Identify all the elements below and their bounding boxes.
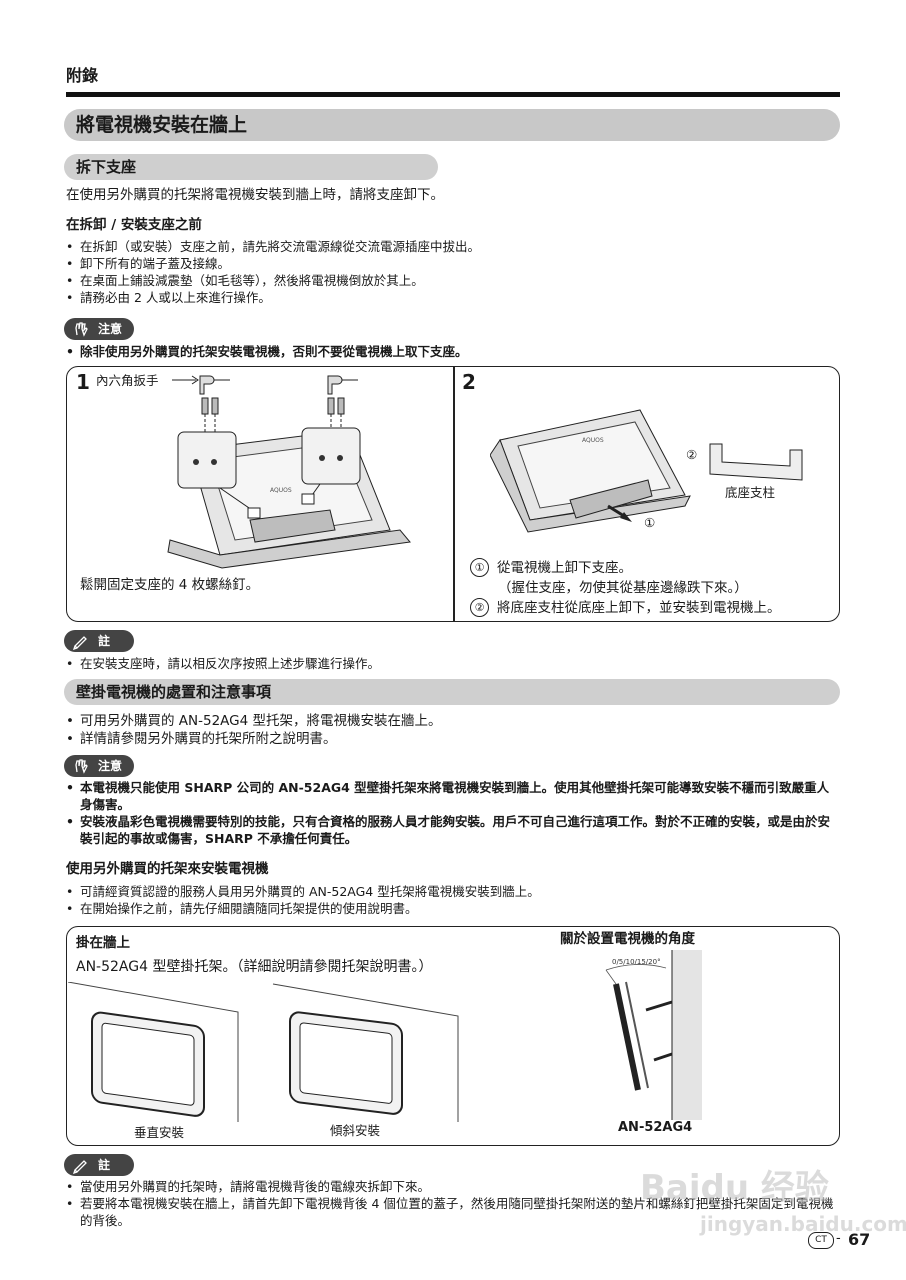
list-item: 當使用另外購買的托架時，請將電視機背後的電線夾拆卸下來。 (64, 1178, 844, 1195)
remove-stand-intro: 在使用另外購買的托架將電視機安裝到牆上時，請將支座卸下。 (66, 187, 444, 203)
stand-screws-illustration: AQUOS (167, 375, 411, 569)
caution-badge-2: 注意 (64, 755, 134, 777)
list-item: 安裝液晶彩色電視機需要特別的技能，只有合資格的服務人員才能夠安裝。用戶不可自己進… (64, 813, 840, 847)
hang-panel (66, 926, 840, 1146)
note-badge-2: 註 (64, 1154, 134, 1176)
wall-caution-list: 本電視機只能使用 SHARP 公司的 AN-52AG4 型壁掛托架來將電視機安裝… (64, 779, 840, 847)
step-1-number: 1 (76, 370, 90, 394)
watermark-url: jingyan.baidu.com (700, 1212, 906, 1236)
list-item: 可請經資質認證的服務人員用另外購買的 AN-52AG4 型托架將電視機安裝到牆上… (64, 883, 840, 900)
step-1-caption: 鬆開固定支座的 4 枚螺絲釘。 (80, 577, 260, 593)
step-2-line: （握住支座，勿使其從基座邊緣跌下來。） (498, 580, 748, 596)
section-label: 附錄 (66, 66, 99, 85)
step-marker: ② (470, 598, 489, 617)
tilt-angle-illustration (605, 950, 702, 1120)
list-item: 在安裝支座時，請以相反次序按照上述步驟進行操作。 (64, 655, 834, 672)
step-2-number: 2 (462, 370, 476, 394)
base-post-label: 底座支柱 (725, 485, 776, 500)
angle-values: 0/5/10/15/20° (612, 958, 661, 966)
page-dash: - (836, 1231, 841, 1246)
language-mark: CT (808, 1232, 834, 1249)
hand-icon (75, 759, 88, 774)
list-item: 除非使用另外購買的托架安裝電視機，否則不要從電視機上取下支座。 (64, 343, 834, 360)
bracket-title: 使用另外購買的托架來安裝電視機 (66, 861, 269, 877)
hang-description: AN-52AG4 型壁掛托架。（詳細說明請參閱托架說明書。） (76, 959, 433, 975)
pencil-icon (72, 1160, 87, 1174)
step-marker: ① (470, 558, 489, 577)
bracket-list: 可請經資質認證的服務人員用另外購買的 AN-52AG4 型托架將電視機安裝到牆上… (64, 883, 840, 917)
model-label: AN-52AG4 (618, 1120, 693, 1135)
hang-title: 掛在牆上 (76, 935, 130, 951)
before-removal-list: 在拆卸（或安裝）支座之前，請先將交流電源線從交流電源插座中拔出。 卸下所有的端子… (64, 238, 824, 306)
steps-panel (66, 366, 840, 622)
page-title: 將電視機安裝在牆上 (64, 109, 840, 141)
tilt-mount-label: 傾斜安裝 (330, 1123, 381, 1138)
list-item: 詳情請參閱另外購買的托架所附之說明書。 (64, 730, 834, 748)
note-list: 在安裝支座時，請以相反次序按照上述步驟進行操作。 (64, 655, 834, 672)
tv-logo-2: AQUOS (582, 437, 604, 444)
list-item: 可用另外購買的 AN-52AG4 型托架，將電視機安裝在牆上。 (64, 712, 834, 730)
list-item: 卸下所有的端子蓋及接線。 (64, 255, 824, 272)
watermark-brand: Baidu 经验 (640, 1168, 829, 1208)
note-label: 註 (98, 1158, 111, 1172)
page-number: 67 (848, 1230, 871, 1249)
list-item: 在開始操作之前，請先仔細閱讀隨同托架提供的使用說明書。 (64, 900, 840, 917)
angle-title: 關於設置電視機的角度 (560, 931, 695, 947)
caution-list: 除非使用另外購買的托架安裝電視機，否則不要從電視機上取下支座。 (64, 343, 834, 360)
note-badge: 註 (64, 630, 134, 652)
wall-mount-list: 可用另外購買的 AN-52AG4 型托架，將電視機安裝在牆上。 詳情請參閱另外購… (64, 712, 834, 748)
caution-label: 注意 (98, 759, 123, 773)
hex-wrench-label: 內六角扳手 (96, 373, 159, 388)
before-removal-title: 在拆卸 / 安裝支座之前 (66, 217, 202, 233)
wall-mount-illustration (68, 982, 459, 1122)
caution-label: 注意 (98, 322, 123, 336)
steps-divider (453, 367, 455, 621)
section-heading-wall-mount: 壁掛電視機的處置和注意事項 (64, 679, 840, 705)
list-item: 本電視機只能使用 SHARP 公司的 AN-52AG4 型壁掛托架來將電視機安裝… (64, 779, 840, 813)
list-item: 在桌面上鋪設減震墊（如毛毯等），然後將電視機倒放於其上。 (64, 272, 824, 289)
tv-logo-1: AQUOS (270, 487, 292, 494)
stand-removal-illustration: AQUOS (490, 409, 803, 533)
list-item: 在拆卸（或安裝）支座之前，請先將交流電源線從交流電源插座中拔出。 (64, 238, 824, 255)
step-2-marker-2: ② (686, 447, 698, 462)
note-2-list: 當使用另外購買的托架時，請將電視機背後的電線夾拆卸下來。 若要將本電視機安裝在牆… (64, 1178, 844, 1229)
pencil-icon (72, 636, 87, 650)
section-heading-remove-stand: 拆下支座 (64, 154, 438, 180)
hand-icon (75, 322, 88, 337)
header-rule (66, 92, 840, 97)
step-2-marker-1: ① (644, 515, 656, 530)
note-label: 註 (98, 634, 111, 648)
caution-badge: 注意 (64, 318, 134, 340)
list-item: 請務必由 2 人或以上來進行操作。 (64, 289, 824, 306)
list-item: 若要將本電視機安裝在牆上，請首先卸下電視機背後 4 個位置的蓋子，然後用隨同壁掛… (64, 1195, 844, 1229)
vertical-mount-label: 垂直安裝 (134, 1125, 185, 1140)
